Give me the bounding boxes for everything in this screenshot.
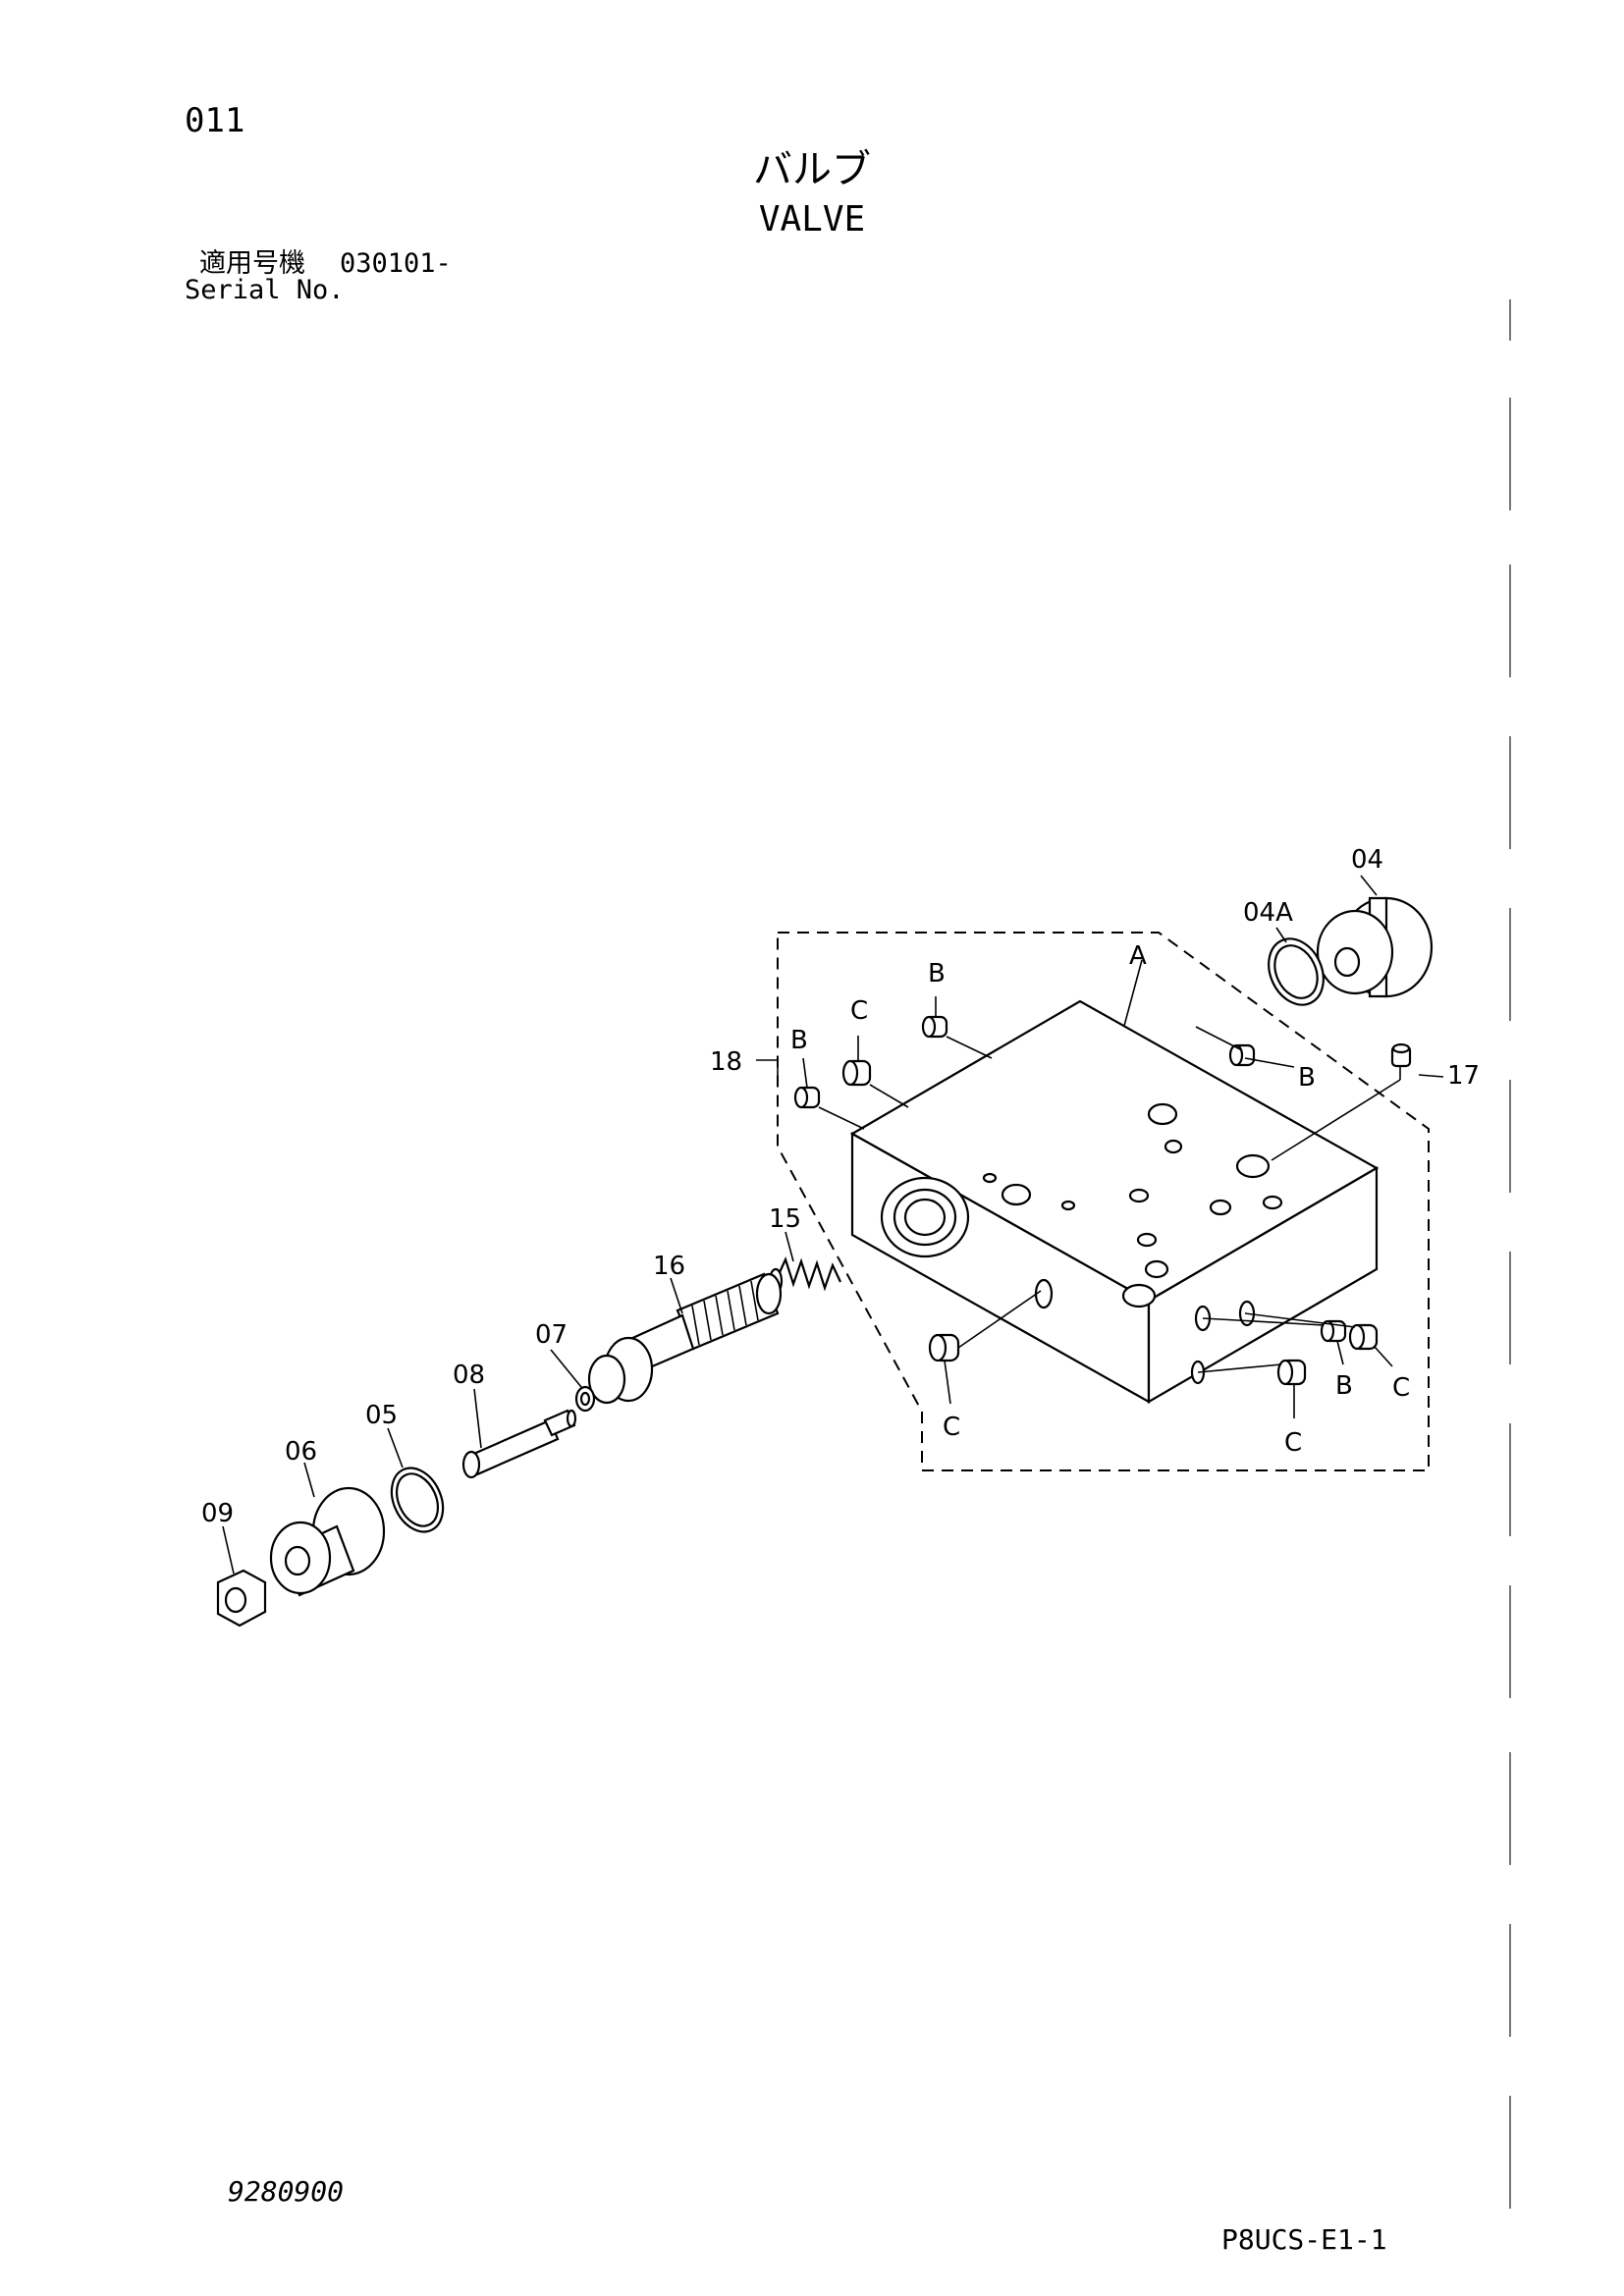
callout-18: 18 xyxy=(710,1047,742,1077)
part-05-o-ring xyxy=(390,1467,445,1533)
part-09-nut xyxy=(216,1569,267,1628)
callout-b: B xyxy=(1298,1063,1316,1093)
drawing-number: 9280900 xyxy=(228,2175,345,2208)
valve-block xyxy=(849,999,1380,1404)
margin-mark xyxy=(1509,1423,1511,1536)
plug-b xyxy=(921,1015,948,1039)
callout-c: C xyxy=(1392,1373,1410,1403)
callout-b: B xyxy=(1335,1371,1353,1401)
part-07-ring xyxy=(574,1385,596,1413)
serial-label-english: Serial No. xyxy=(185,275,345,305)
callout-a: A xyxy=(1129,941,1147,971)
plug-c xyxy=(1348,1323,1379,1351)
margin-mark xyxy=(1509,564,1511,677)
margin-mark xyxy=(1509,1924,1511,2037)
callout-c: C xyxy=(850,996,868,1026)
serial-number-value: 030101- xyxy=(340,248,452,279)
margin-mark xyxy=(1509,299,1511,341)
callout-05: 05 xyxy=(365,1401,398,1430)
margin-mark xyxy=(1509,1080,1511,1193)
part-08-stem xyxy=(461,1409,577,1479)
sheet-code: P8UCS-E1-1 xyxy=(1221,2223,1387,2256)
margin-mark xyxy=(1509,908,1511,1021)
plug-b xyxy=(1320,1319,1347,1343)
page-number: 011 xyxy=(185,101,245,140)
margin-mark xyxy=(1509,1752,1511,1865)
title-english: VALVE xyxy=(758,199,866,240)
callout-09: 09 xyxy=(201,1499,234,1528)
part-17-set-screw xyxy=(1390,1042,1412,1068)
part-04-plug xyxy=(1316,896,1434,998)
part-04a-o-ring xyxy=(1268,937,1325,1006)
part-16-poppet xyxy=(587,1272,783,1405)
margin-mark xyxy=(1509,1585,1511,1698)
margin-mark xyxy=(1509,398,1511,510)
plug-b xyxy=(1228,1043,1256,1067)
callout-08: 08 xyxy=(453,1361,485,1390)
callout-04: 04 xyxy=(1351,845,1383,875)
margin-mark xyxy=(1509,2096,1511,2209)
callout-16: 16 xyxy=(653,1252,685,1281)
callout-c: C xyxy=(1284,1428,1302,1458)
plug-c xyxy=(841,1059,872,1087)
assembly-boundary xyxy=(777,932,1430,1471)
callout-06: 06 xyxy=(285,1437,317,1467)
plug-b xyxy=(793,1086,821,1109)
callout-07: 07 xyxy=(535,1320,568,1350)
part-06-adjuster xyxy=(269,1486,386,1597)
callout-c: C xyxy=(943,1413,960,1442)
plug-c xyxy=(928,1333,960,1362)
title-japanese: バルブ xyxy=(753,147,871,192)
plug-c xyxy=(1276,1359,1307,1386)
callout-b: B xyxy=(790,1026,808,1055)
callout-17: 17 xyxy=(1447,1061,1480,1091)
serial-label-japanese: 適用号機 xyxy=(199,248,305,279)
callout-04a: 04A xyxy=(1243,898,1293,928)
callout-b: B xyxy=(928,959,946,988)
margin-mark xyxy=(1509,736,1511,849)
callout-15: 15 xyxy=(769,1204,801,1234)
margin-mark xyxy=(1509,1252,1511,1364)
